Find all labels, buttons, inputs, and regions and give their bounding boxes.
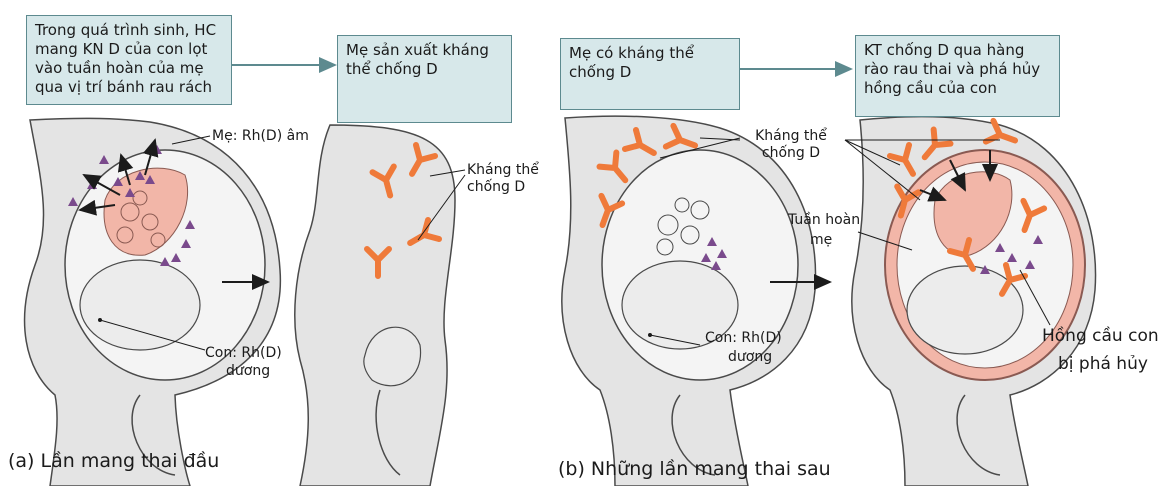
caption-a: (a) Lần mang thai đầu bbox=[8, 450, 219, 472]
step-box-4-text: KT chống D qua hàng rào rau thai và phá … bbox=[864, 41, 1040, 97]
step-box-2-text: Mẹ sản xuất kháng thể chống D bbox=[346, 41, 489, 78]
label-mother-rh: Mẹ: Rh(D) âm bbox=[212, 128, 309, 145]
label-antibody-a: Kháng thể chống D bbox=[467, 162, 562, 196]
label-fetus-a-2: dương bbox=[226, 363, 270, 380]
step-box-3-text: Mẹ có kháng thể chống D bbox=[569, 44, 694, 81]
label-circulation-2: mẹ bbox=[810, 232, 832, 249]
label-fetus-b-2: dương bbox=[728, 349, 772, 366]
step-box-4: KT chống D qua hàng rào rau thai và phá … bbox=[855, 35, 1060, 117]
step-box-1-text: Trong quá trình sinh, HC mang KN D của c… bbox=[35, 21, 216, 96]
figure-b2-mother bbox=[845, 117, 1096, 486]
label-antibody-b: Kháng thể chống D bbox=[745, 128, 837, 162]
label-fetus-b-1: Con: Rh(D) bbox=[705, 330, 782, 347]
figure-b1-mother bbox=[562, 116, 816, 486]
figure-a2-mother bbox=[295, 125, 465, 486]
label-destroyed-2: bị phá hủy bbox=[1058, 354, 1148, 375]
step-box-3: Mẹ có kháng thể chống D bbox=[560, 38, 740, 110]
label-circulation-1: Tuần hoàn bbox=[788, 212, 860, 229]
step-box-1: Trong quá trình sinh, HC mang KN D của c… bbox=[26, 15, 232, 105]
figure-a1-mother bbox=[25, 118, 281, 486]
caption-b: (b) Những lần mang thai sau bbox=[558, 458, 831, 480]
step-box-2: Mẹ sản xuất kháng thể chống D bbox=[337, 35, 512, 123]
label-fetus-a-1: Con: Rh(D) bbox=[205, 345, 282, 362]
label-destroyed-1: Hồng cầu con bbox=[1042, 326, 1159, 347]
